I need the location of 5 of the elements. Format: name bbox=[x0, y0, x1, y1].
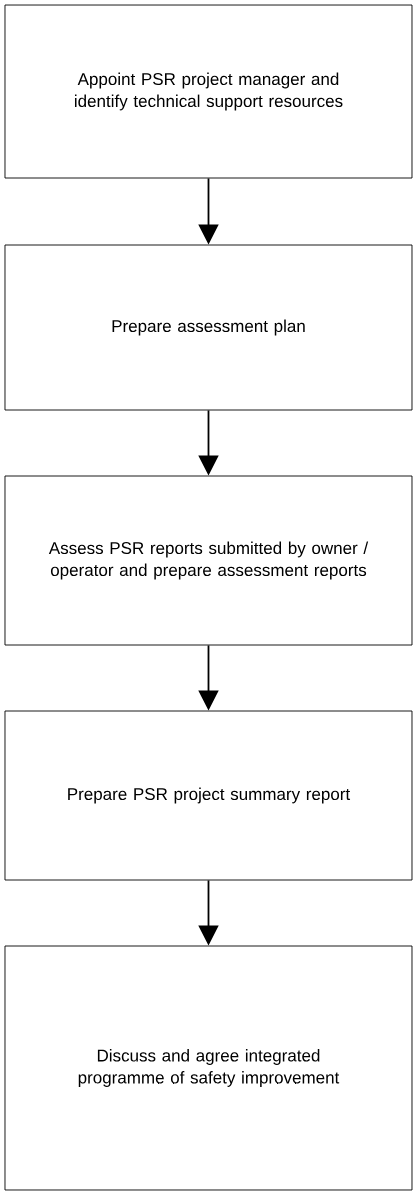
process-box: Assess PSR reports submitted by owner / operator and prepare assessment reports bbox=[4, 475, 413, 646]
process-box: Prepare PSR project summary report bbox=[4, 710, 413, 881]
process-box: Discuss and agree integrated programme of safety improvement bbox=[4, 945, 413, 1191]
process-box: Prepare assessment plan bbox=[4, 244, 413, 411]
process-box: Appoint PSR project manager and identify technical support resources bbox=[4, 4, 413, 179]
